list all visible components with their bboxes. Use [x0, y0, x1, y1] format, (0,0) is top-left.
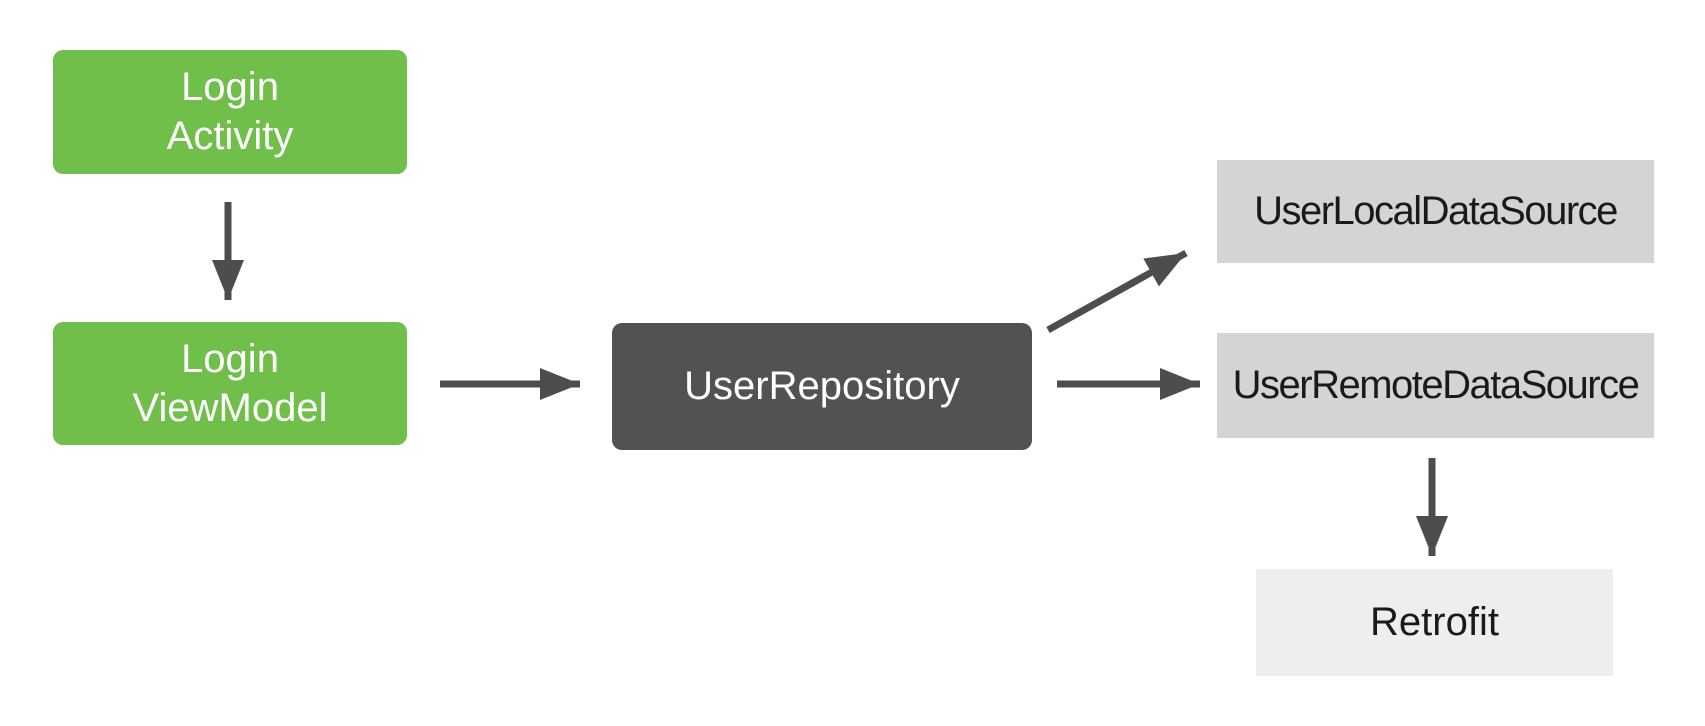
node-user-repository-label: UserRepository	[684, 364, 960, 408]
node-user-repository: UserRepository	[612, 323, 1032, 450]
node-user-remote-data-source: UserRemoteDataSource	[1217, 333, 1654, 438]
node-login-viewmodel-label-line1: Login	[181, 336, 279, 381]
node-login-activity-label-line2: Activity	[166, 114, 294, 158]
node-login-viewmodel: Login ViewModel	[53, 322, 407, 445]
arrow-repository-to-local-data-source	[1046, 249, 1188, 334]
node-login-viewmodel-label-line2: ViewModel	[132, 385, 328, 430]
node-retrofit: Retrofit	[1256, 569, 1613, 676]
node-login-activity-label-line1: Login	[181, 65, 279, 109]
node-user-local-data-source: UserLocalDataSource	[1217, 160, 1654, 263]
node-user-local-data-source-label: UserLocalDataSource	[1254, 189, 1618, 233]
node-login-activity: Login Activity	[53, 50, 407, 174]
node-user-remote-data-source-label: UserRemoteDataSource	[1232, 363, 1640, 407]
node-retrofit-label: Retrofit	[1370, 600, 1499, 644]
